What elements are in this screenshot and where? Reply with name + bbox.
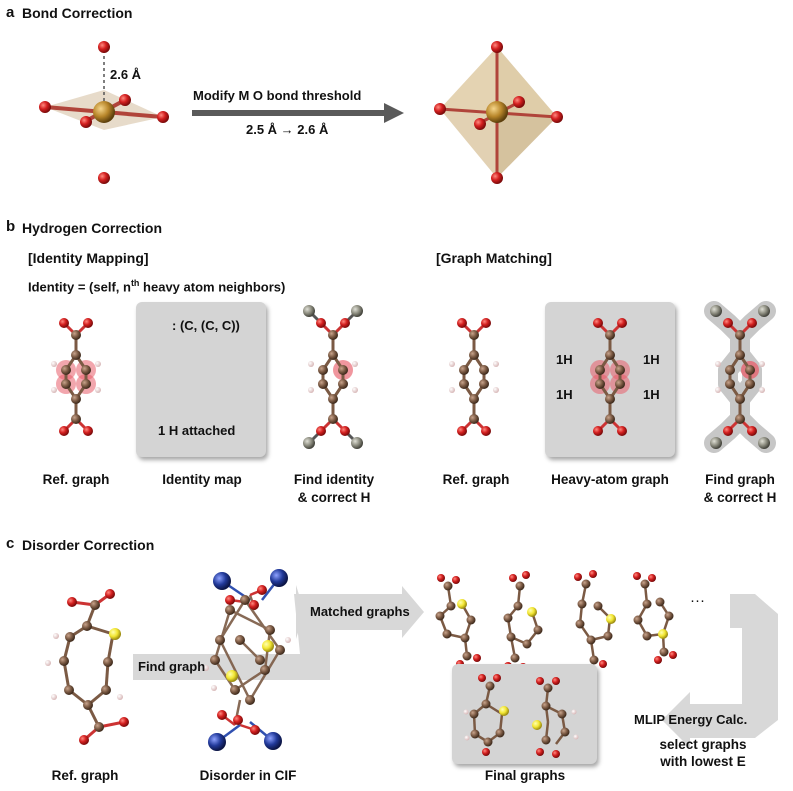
find-graph-label-2: & correct H bbox=[703, 490, 777, 505]
bond-distance-label: 2.6 Å bbox=[110, 67, 142, 82]
heavy-atom-graph-box bbox=[545, 302, 675, 457]
b-ref-graph-label: Ref. graph bbox=[42, 472, 110, 487]
matched-graph-4 bbox=[633, 572, 677, 664]
ref-graph-molecule-2 bbox=[449, 318, 499, 436]
identity-map-key: : (C, (C, C)) bbox=[172, 318, 240, 333]
disorder-cluster bbox=[203, 569, 291, 751]
h-label-top-right: 1H bbox=[643, 352, 660, 367]
panel-a-title: Bond Correction bbox=[22, 5, 133, 21]
h-label-top-left: 1H bbox=[556, 352, 573, 367]
ellipsis-label: ··· bbox=[690, 592, 705, 609]
h-label-bottom-left: 1H bbox=[556, 387, 573, 402]
graph-matching-heading: [Graph Matching] bbox=[436, 250, 552, 266]
final-graphs-box bbox=[452, 664, 597, 764]
panel-c-title: Disorder Correction bbox=[22, 537, 155, 553]
arrow-label-bottom: 2.5 Å → 2.6 Å bbox=[246, 122, 329, 137]
ref-graph-molecule-1 bbox=[51, 318, 101, 436]
find-graph-label-1: Find graph bbox=[705, 472, 775, 487]
matched-graphs-label: Matched graphs bbox=[310, 604, 410, 619]
octahedron-after bbox=[434, 41, 563, 184]
select-graphs-label-1: select graphs bbox=[659, 737, 747, 752]
ref-graph-thio-molecule bbox=[45, 589, 129, 745]
mlip-arrow bbox=[662, 594, 778, 748]
identity-formula: Identity = (self, nth heavy atom neighbo… bbox=[28, 278, 286, 295]
matched-graph-3 bbox=[574, 570, 616, 672]
identity-mapping-heading: [Identity Mapping] bbox=[28, 250, 149, 266]
identity-map-result: 1 H attached bbox=[158, 423, 236, 438]
panel-c-letter: c bbox=[6, 535, 15, 552]
panel-b-title: Hydrogen Correction bbox=[22, 220, 163, 236]
c-ref-graph-label: Ref. graph bbox=[51, 768, 119, 783]
find-graph-molecule bbox=[704, 301, 776, 453]
find-identity-label-1: Find identity bbox=[293, 472, 375, 487]
final-graphs-label: Final graphs bbox=[484, 768, 566, 783]
matched-graphs-arrow bbox=[133, 586, 424, 680]
find-identity-molecule bbox=[303, 305, 363, 449]
heavy-atom-graph-label: Heavy-atom graph bbox=[551, 472, 669, 487]
panel-b-letter: b bbox=[6, 218, 16, 235]
octahedron-before bbox=[39, 41, 169, 184]
b-ref-graph-label-2: Ref. graph bbox=[442, 472, 510, 487]
identity-map-box bbox=[136, 302, 266, 457]
h-label-bottom-right: 1H bbox=[643, 387, 660, 402]
matched-graph-2 bbox=[503, 571, 543, 671]
panel-a-letter: a bbox=[6, 4, 15, 21]
disorder-label: Disorder in CIF bbox=[199, 768, 297, 783]
arrow-label-top: Modify M O bond threshold bbox=[193, 88, 362, 103]
identity-map-label: Identity map bbox=[162, 472, 242, 487]
matched-graph-1 bbox=[435, 574, 481, 668]
find-graph-arrow-label: Find graph bbox=[138, 659, 206, 674]
find-identity-label-2: & correct H bbox=[297, 490, 371, 505]
select-graphs-label-2: with lowest E bbox=[660, 754, 746, 769]
mlip-label: MLIP Energy Calc. bbox=[634, 712, 748, 727]
